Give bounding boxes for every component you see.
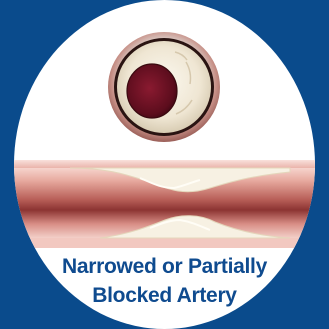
caption-line-2: Blocked Artery (0, 281, 329, 310)
artery-longitudinal-section (0, 160, 329, 248)
caption-line-1: Narrowed or Partially (0, 252, 329, 281)
vessel-outer-wall-top (0, 160, 329, 168)
diagram-caption: Narrowed or Partially Blocked Artery (0, 252, 329, 310)
vessel-outer-wall-bottom (0, 238, 329, 248)
artery-cross-section (108, 32, 220, 142)
narrowed-lumen (127, 64, 177, 118)
